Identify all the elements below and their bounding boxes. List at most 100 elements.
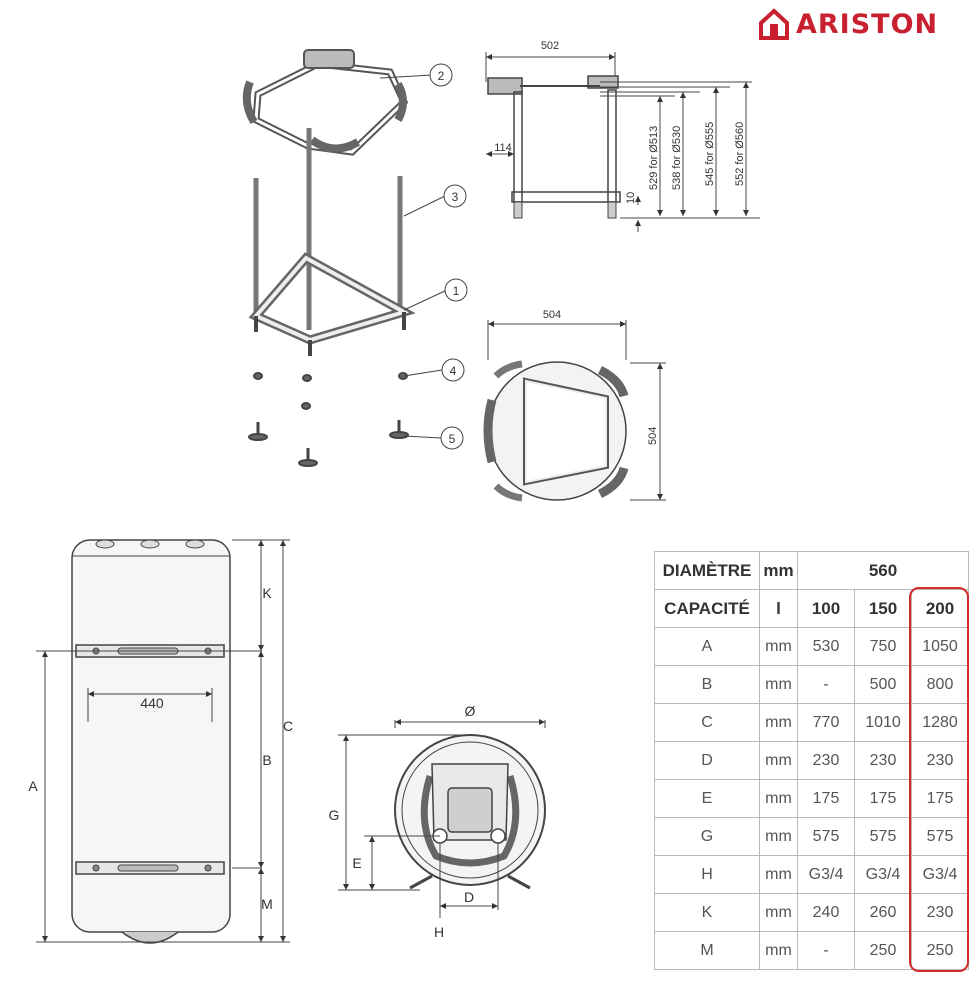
house-logo-icon xyxy=(759,8,789,40)
cell-value: 575 xyxy=(911,817,969,856)
row-unit: mm xyxy=(759,665,798,704)
dim-letter-h: H xyxy=(434,924,444,940)
row-label: E xyxy=(654,779,760,818)
cell-value: 575 xyxy=(854,817,912,856)
cell-value: 250 xyxy=(911,931,969,970)
dim-letter-e: E xyxy=(352,855,361,871)
dim-height-530: 538 for Ø530 xyxy=(671,126,683,190)
dim-letter-m: M xyxy=(261,896,273,912)
table-row: C mm 770 1010 1280 xyxy=(654,703,969,742)
heater-front-view xyxy=(36,539,290,944)
table-row-diameter: DIAMÈTRE mm 560 xyxy=(654,551,969,590)
dim-letter-k: K xyxy=(262,585,272,601)
cell-value: G3/4 xyxy=(797,855,855,894)
cell-value: 230 xyxy=(854,741,912,780)
capacity-200: 200 xyxy=(911,589,969,628)
row-unit: mm xyxy=(759,779,798,818)
cell-value: 230 xyxy=(911,741,969,780)
cell-value: 770 xyxy=(797,703,855,742)
kit-top-view xyxy=(483,320,666,502)
row-unit: mm xyxy=(759,703,798,742)
callout-2: 2 xyxy=(438,69,445,83)
row-label: C xyxy=(654,703,760,742)
cell-value: 250 xyxy=(854,931,912,970)
row-unit: mm xyxy=(759,817,798,856)
kit-top-dim-labels: 504 504 xyxy=(543,309,659,445)
cell-value: 1050 xyxy=(911,627,969,666)
cell-value: - xyxy=(797,665,855,704)
cell-value: 750 xyxy=(854,627,912,666)
dim-letter-b: B xyxy=(262,752,271,768)
table-row: E mm 175 175 175 xyxy=(654,779,969,818)
cell-value: 575 xyxy=(797,817,855,856)
cell-value: 175 xyxy=(854,779,912,818)
callout-1: 1 xyxy=(453,284,460,298)
dim-diameter: Ø xyxy=(465,703,476,719)
cell-value: 230 xyxy=(797,741,855,780)
heater-bottom-view xyxy=(338,719,546,918)
callouts xyxy=(379,63,468,450)
diameter-unit: mm xyxy=(759,551,798,590)
table-row: M mm - 250 250 xyxy=(654,931,969,970)
kit-side-dim-labels: 502 114 10 529 for Ø513 538 for Ø530 545… xyxy=(494,40,746,204)
cell-value: 260 xyxy=(854,893,912,932)
lower-bracket xyxy=(75,861,225,875)
callout-4: 4 xyxy=(450,364,457,378)
cell-value: 530 xyxy=(797,627,855,666)
table-row: B mm - 500 800 xyxy=(654,665,969,704)
bottom-view-dim-labels: Ø G E D H xyxy=(329,703,476,940)
diameter-value: 560 xyxy=(797,551,969,590)
cell-value: 500 xyxy=(854,665,912,704)
dim-letter-c: C xyxy=(283,718,293,734)
table-row: K mm 240 260 230 xyxy=(654,893,969,932)
row-label: H xyxy=(654,855,760,894)
row-label: M xyxy=(654,931,760,970)
dim-letter-g: G xyxy=(329,807,340,823)
dim-top-depth: 504 xyxy=(647,427,659,445)
table-row: A mm 530 750 1050 xyxy=(654,627,969,666)
cell-value: - xyxy=(797,931,855,970)
cell-value: 1010 xyxy=(854,703,912,742)
base-frame xyxy=(248,252,416,356)
row-unit: mm xyxy=(759,931,798,970)
dimension-table: DIAMÈTRE mm 560 CAPACITÉ l 100 150 200 A… xyxy=(654,551,969,970)
cell-value: 230 xyxy=(911,893,969,932)
kit-side-view xyxy=(485,52,760,232)
capacity-150: 150 xyxy=(854,589,912,628)
row-label: G xyxy=(654,817,760,856)
row-unit: mm xyxy=(759,855,798,894)
capacity-100: 100 xyxy=(797,589,855,628)
row-label: K xyxy=(654,893,760,932)
cell-value: 240 xyxy=(797,893,855,932)
row-unit: mm xyxy=(759,627,798,666)
diameter-label: DIAMÈTRE xyxy=(654,551,760,590)
cell-value: 800 xyxy=(911,665,969,704)
feet-and-nuts xyxy=(248,372,409,467)
dim-height-513: 529 for Ø513 xyxy=(648,126,660,190)
table-row: G mm 575 575 575 xyxy=(654,817,969,856)
dim-bracket-spacing: 440 xyxy=(140,695,164,711)
cell-value: G3/4 xyxy=(911,855,969,894)
callout-3: 3 xyxy=(452,190,459,204)
row-unit: mm xyxy=(759,893,798,932)
table-row: D mm 230 230 230 xyxy=(654,741,969,780)
dim-letter-a: A xyxy=(28,778,38,794)
capacity-unit: l xyxy=(759,589,798,628)
heater-dim-labels: 440 A K B C M xyxy=(28,585,293,912)
dim-foot: 10 xyxy=(625,192,637,204)
dim-height-555: 545 for Ø555 xyxy=(704,122,716,186)
row-label: D xyxy=(654,741,760,780)
callout-labels: 2 3 1 4 5 xyxy=(438,69,460,446)
row-label: A xyxy=(654,627,760,666)
row-label: B xyxy=(654,665,760,704)
dim-height-560: 552 for Ø560 xyxy=(734,122,746,186)
cell-value: G3/4 xyxy=(854,855,912,894)
dim-side-offset: 114 xyxy=(494,142,512,154)
cell-value: 175 xyxy=(797,779,855,818)
table-row: H mm G3/4 G3/4 G3/4 xyxy=(654,855,969,894)
support-ring xyxy=(242,49,409,156)
cell-value: 175 xyxy=(911,779,969,818)
support-rods xyxy=(253,128,403,330)
kit-exploded-view xyxy=(242,49,468,467)
